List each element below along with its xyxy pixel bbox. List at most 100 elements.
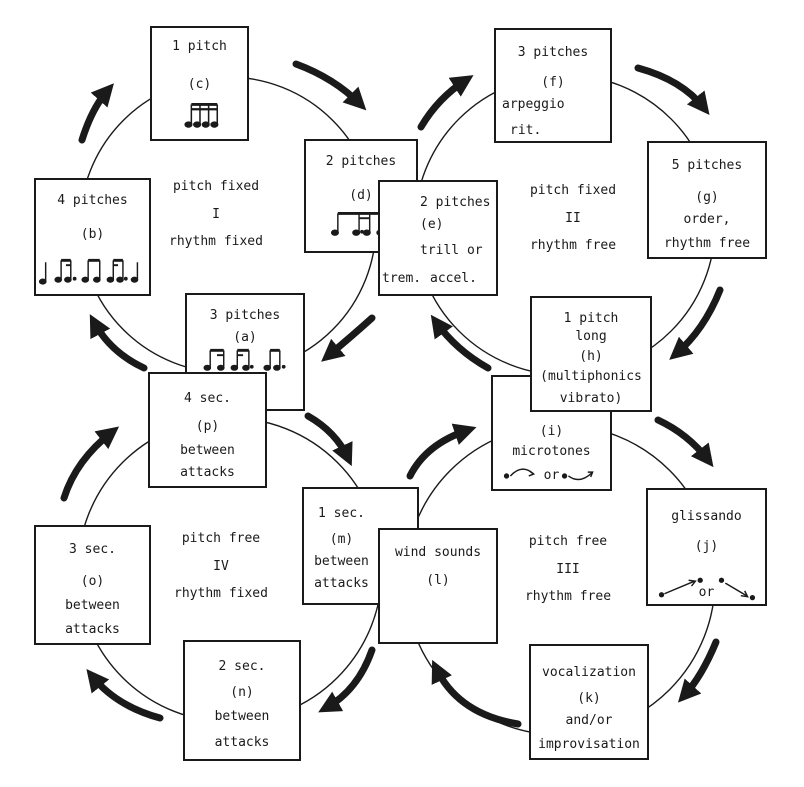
box-p-between: between [180, 443, 235, 458]
curved-arrow-icon [654, 416, 714, 468]
box-f-rit: rit. [510, 123, 542, 138]
box-f-title: 3 pitches [517, 45, 589, 60]
zone-label-IV: pitch free IV rhythm fixed [136, 530, 306, 613]
music-notes-icon [203, 348, 286, 371]
box-o-between: between [65, 598, 120, 613]
box-j-title: glissando [671, 509, 742, 524]
box-a-letter: (a) [233, 330, 257, 345]
curved-arrow-icon [321, 314, 376, 362]
box-a-title: 3 pitches [209, 308, 281, 323]
box-m-between: between [314, 554, 369, 569]
zone-label-III: pitch free III rhythm free [483, 533, 653, 616]
box-g-order: order, [683, 212, 731, 227]
box-p-attacks: attacks [180, 465, 235, 480]
box-j-or: or [698, 585, 715, 600]
glissando-line-icon [658, 577, 756, 601]
box-b-title: 4 pitches [57, 193, 128, 208]
zone-I-pitch: pitch fixed [172, 179, 260, 194]
curved-arrow-icon [406, 423, 477, 480]
box-p-title: 4 sec. [184, 391, 231, 406]
box-c-title: 1 pitch [172, 39, 227, 54]
curved-arrow-icon [431, 659, 522, 728]
curved-arrow-icon [430, 314, 492, 372]
box-k-and-or: and/or [565, 713, 613, 728]
box-l: wind sounds (l) [378, 528, 498, 644]
box-g-letter: (g) [695, 190, 719, 205]
curved-arrow-icon [89, 314, 148, 372]
zone-II-rhythm: rhythm free [529, 238, 617, 254]
zone-III-numeral: III [556, 561, 580, 577]
box-c: 1 pitch (c) [150, 26, 249, 141]
box-d-title: 2 pitches [325, 154, 397, 169]
box-h-letter: (h) [579, 349, 603, 364]
music-notes-icon [38, 258, 139, 285]
curved-arrow-icon [318, 646, 376, 713]
box-o-attacks: attacks [65, 622, 120, 637]
box-d-letter: (d) [349, 188, 373, 203]
box-l-letter: (l) [426, 573, 450, 588]
curved-arrow-icon [292, 60, 367, 111]
box-i-microtones: microtones [512, 444, 591, 459]
box-i-or: or [543, 468, 560, 483]
zone-III-pitch: pitch free [528, 534, 608, 549]
box-e-accel: accel. [430, 271, 477, 286]
curved-arrow-icon [304, 412, 353, 467]
zone-IV-numeral: IV [213, 558, 229, 574]
box-h-long: long [575, 329, 607, 344]
box-n-letter: (n) [230, 685, 254, 700]
box-n-title: 2 sec. [218, 659, 266, 674]
curved-arrow-icon [669, 286, 724, 360]
zone-III-rhythm: rhythm free [524, 589, 612, 605]
microtone-slur-icon [503, 468, 594, 481]
box-e-trem: trem. [382, 271, 422, 286]
box-e-trill: trill or [420, 243, 483, 258]
curved-arrow-icon [60, 426, 120, 502]
box-k-title: vocalization [542, 665, 636, 680]
curved-arrow-icon [678, 638, 720, 703]
curved-arrow-icon [417, 75, 474, 131]
zone-I-numeral: I [212, 206, 220, 222]
box-b-letter: (b) [80, 227, 105, 242]
zone-label-I: pitch fixed I rhythm fixed [131, 178, 301, 261]
zone-I-rhythm: rhythm fixed [169, 234, 263, 250]
box-h-title: 1 pitch [563, 311, 619, 326]
box-p-letter: (p) [195, 419, 220, 434]
zone-label-II: pitch fixed II rhythm free [488, 182, 658, 265]
box-i-letter: (i) [539, 424, 564, 439]
box-o-title: 3 sec. [69, 542, 116, 557]
curved-arrow-icon [634, 64, 710, 116]
box-n-attacks: attacks [214, 735, 270, 750]
zone-II-pitch: pitch fixed [529, 183, 617, 198]
box-o-letter: (o) [80, 574, 105, 589]
box-n-between: between [214, 709, 270, 724]
box-h-multiphonics: (multiphonics [540, 369, 642, 384]
box-j: glissando (j) or [646, 488, 767, 606]
box-e-title: 2 pitches [420, 195, 491, 210]
box-c-letter: (c) [187, 77, 212, 92]
zone-IV-rhythm: rhythm fixed [174, 586, 268, 602]
box-m-title: 1 sec. [318, 506, 365, 521]
box-n: 2 sec. (n) between attacks [183, 640, 301, 761]
box-m-letter: (m) [329, 532, 354, 547]
box-g-rhythm: rhythm free [663, 236, 751, 251]
box-e: 2 pitches (e) trill or trem. accel. [378, 180, 498, 296]
box-k-letter: (k) [577, 691, 601, 706]
box-g: 5 pitches (g) order, rhythm free [647, 141, 767, 259]
box-p: 4 sec. (p) between attacks [148, 372, 267, 488]
box-o: 3 sec. (o) between attacks [34, 525, 151, 645]
box-e-letter: (e) [420, 217, 444, 232]
box-l-title: wind sounds [394, 545, 482, 560]
music-notes-icon [184, 103, 219, 128]
box-h-vibrato: vibrato) [559, 391, 623, 406]
box-f-letter: (f) [541, 75, 565, 90]
box-h: 1 pitch long (h) (multiphonics vibrato) [530, 296, 652, 412]
box-b: 4 pitches (b) [34, 178, 151, 296]
box-f-arpeggio: arpeggio [502, 97, 565, 112]
box-i: (i) microtones or [491, 375, 612, 491]
box-m-attacks: attacks [314, 576, 369, 591]
zone-II-numeral: II [565, 210, 581, 226]
curved-arrow-icon [78, 83, 114, 144]
box-k-improvisation: improvisation [538, 737, 640, 752]
